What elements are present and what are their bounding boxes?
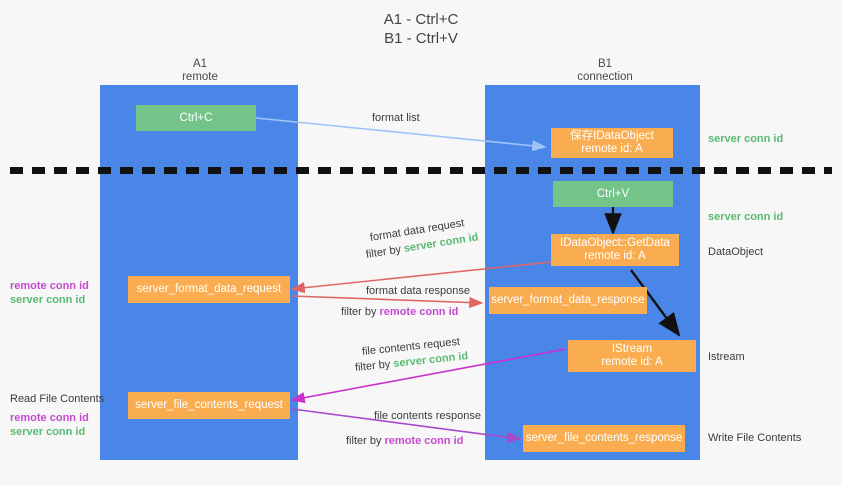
annotation-server-conn-id-1: server conn id bbox=[708, 133, 784, 145]
annotation-read-file-contents: Read File Contents bbox=[10, 393, 105, 405]
node-getdata[interactable]: IDataObject::GetData remote id: A bbox=[551, 234, 679, 266]
annotation-write-file-contents: Write File Contents bbox=[708, 432, 802, 444]
annotation-left-server-conn-id-2: server conn id bbox=[10, 426, 86, 438]
annotation-dataobject: DataObject bbox=[708, 246, 764, 258]
filter-by-text-4: filter by bbox=[346, 435, 385, 447]
remote-conn-id-text-2: remote conn id bbox=[384, 435, 464, 447]
node-server-file-contents-response[interactable]: server_file_contents_response bbox=[523, 425, 685, 452]
node-istream[interactable]: IStream remote id: A bbox=[568, 340, 696, 372]
lane-header-a1: A1 remote bbox=[140, 58, 260, 84]
filter-by-text-3: filter by bbox=[354, 358, 394, 374]
phase-separator bbox=[10, 167, 832, 174]
annotation-left-server-conn-id-1: server conn id bbox=[10, 294, 86, 306]
lane-header-b1-name: B1 bbox=[597, 58, 613, 70]
remote-conn-id-text: remote conn id bbox=[379, 306, 459, 318]
annotation-left-remote-conn-id-1: remote conn id bbox=[10, 280, 89, 292]
filter-by-text-2: filter by bbox=[341, 306, 380, 318]
lane-header-a1-name: A1 bbox=[192, 58, 208, 70]
node-ctrl-c[interactable]: Ctrl+C bbox=[136, 105, 256, 131]
node-server-format-data-request[interactable]: server_format_data_request bbox=[128, 276, 290, 303]
annotation-istream: Istream bbox=[708, 351, 745, 363]
node-server-format-data-response[interactable]: server_format_data_response bbox=[489, 287, 647, 314]
filter-by-text: filter by bbox=[365, 243, 405, 261]
annotation-server-conn-id-2: server conn id bbox=[708, 211, 784, 223]
node-server-file-contents-request[interactable]: server_file_contents_request bbox=[128, 392, 290, 419]
edge-label-format-list: format list bbox=[372, 112, 420, 124]
annotation-left-remote-conn-id-2: remote conn id bbox=[10, 412, 89, 424]
node-ctrl-v[interactable]: Ctrl+V bbox=[553, 181, 673, 207]
edge-filter-format-data-response: filter by remote conn id bbox=[341, 305, 458, 319]
edge-label-format-data-response: format data response bbox=[366, 285, 470, 297]
node-save-idataobject[interactable]: 保存IDataObject remote id: A bbox=[551, 128, 673, 158]
lane-header-b1: B1 connection bbox=[545, 58, 665, 84]
lane-header-a1-sub: remote bbox=[182, 71, 218, 83]
edge-filter-file-contents-response: filter by remote conn id bbox=[346, 434, 463, 448]
page-title: A1 - Ctrl+C B1 - Ctrl+V bbox=[383, 11, 459, 47]
lane-header-b1-sub: connection bbox=[577, 71, 633, 83]
edge-label-file-contents-response: file contents response bbox=[374, 410, 482, 422]
